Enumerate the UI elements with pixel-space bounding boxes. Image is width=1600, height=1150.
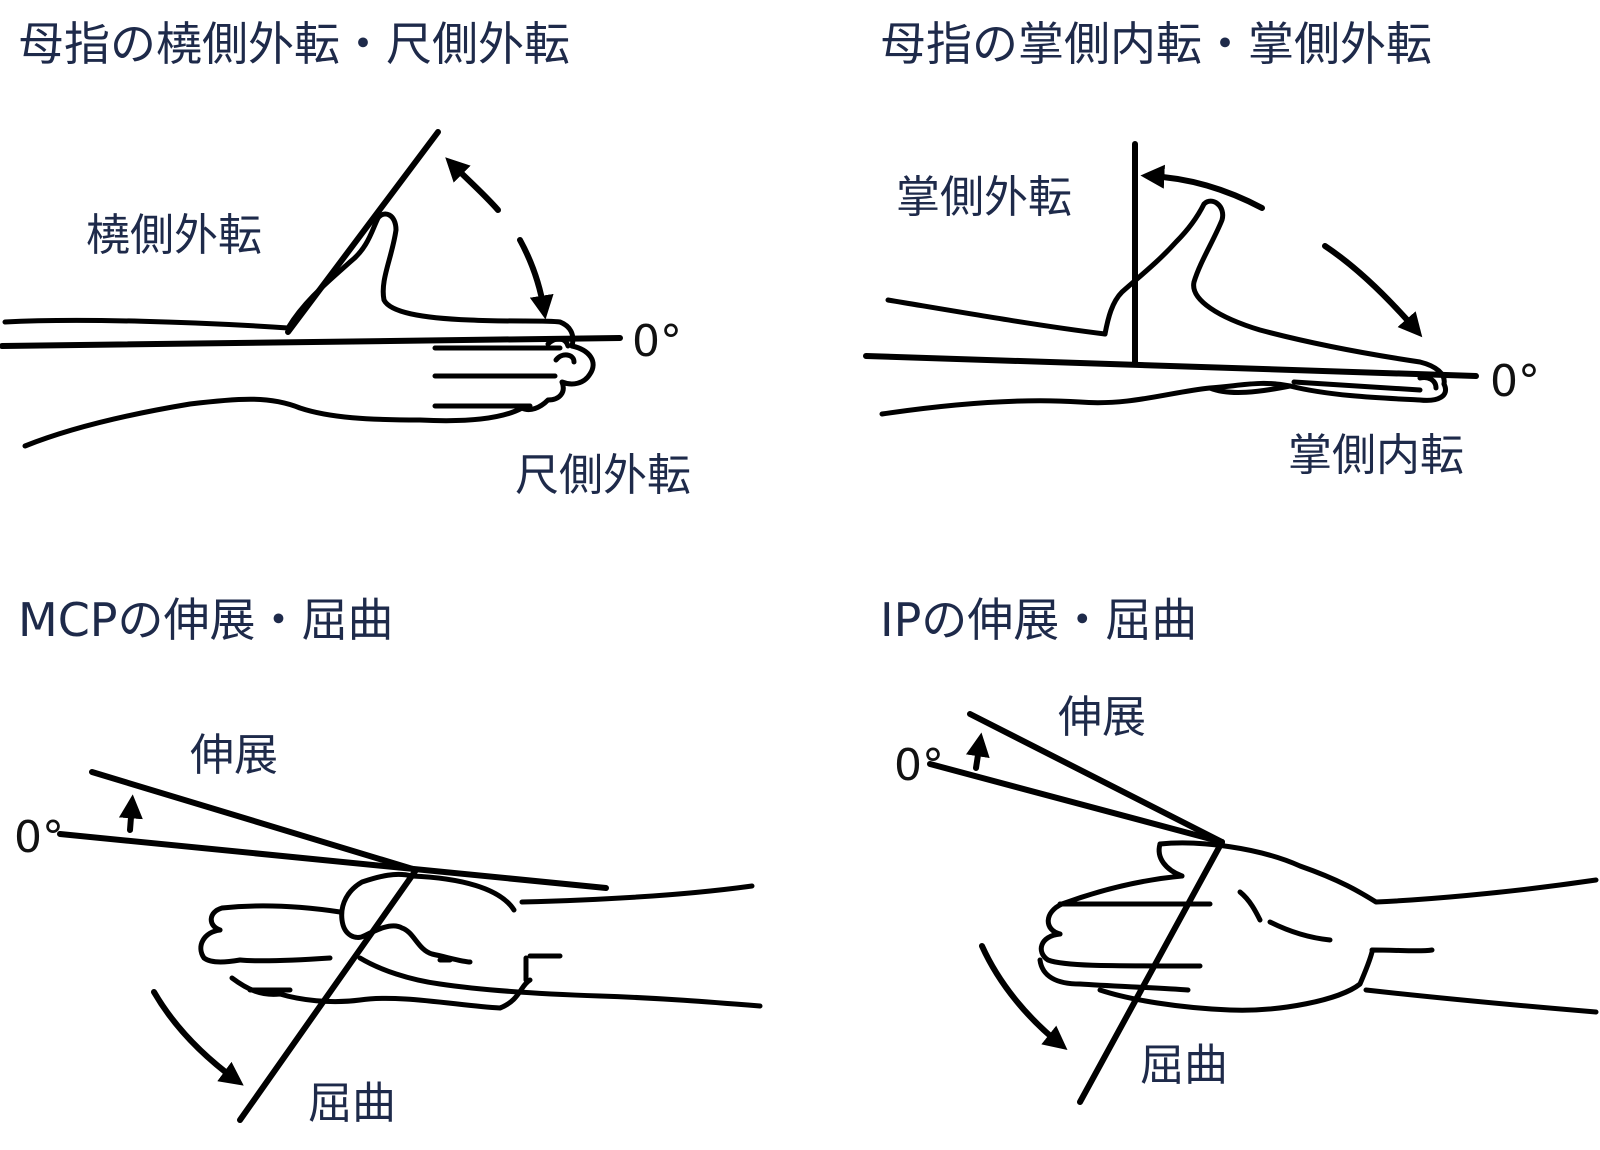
extension-arrow: [118, 794, 143, 833]
flexion-axis-line: [237, 867, 419, 1123]
panel-palmar-adduction-abduction: 母指の掌側内転・掌側外転 掌側外転 掌側内転 0°: [863, 17, 1540, 481]
flexion-arrow: [151, 989, 244, 1086]
flexion-arrow: [979, 943, 1068, 1050]
label-extension: 伸展: [190, 730, 278, 781]
hand-illustration: [1037, 840, 1599, 1015]
panel-ip-extension-flexion: IPの伸展・屈曲 伸展 屈曲 0°: [880, 593, 1599, 1105]
label-zero-degree: 0°: [894, 740, 944, 791]
panel-title: 母指の橈側外転・尺側外転: [18, 17, 570, 71]
palmar-adduction-arrow: [1322, 243, 1423, 338]
radial-abduction-axis-line: [285, 129, 441, 335]
extension-arrow: [965, 732, 990, 771]
panel-mcp-extension-flexion: MCPの伸展・屈曲 伸展 屈曲 0°: [14, 593, 763, 1129]
label-zero-degree: 0°: [632, 316, 682, 367]
label-flexion: 屈曲: [1140, 1040, 1228, 1091]
zero-axis-line: [863, 353, 1479, 379]
radial-abduction-arrow: [445, 157, 501, 213]
panel-title: MCPの伸展・屈曲: [18, 593, 394, 647]
label-extension: 伸展: [1058, 692, 1146, 743]
zero-axis-line: [927, 761, 1225, 845]
hand-illustration: [198, 871, 763, 1011]
hand-illustration: [2, 211, 596, 449]
panel-title: IPの伸展・屈曲: [880, 593, 1197, 647]
panel-title: 母指の掌側内転・掌側外転: [880, 17, 1432, 71]
label-palmar-abduction: 掌側外転: [896, 172, 1072, 223]
label-palmar-adduction: 掌側内転: [1288, 430, 1464, 481]
label-zero-degree: 0°: [1490, 356, 1540, 407]
label-radial-abduction: 橈側外転: [86, 210, 262, 261]
hand-illustration: [879, 198, 1448, 417]
zero-axis-line: [57, 831, 609, 891]
zero-axis-line: [0, 335, 623, 349]
label-zero-degree: 0°: [14, 812, 64, 863]
flexion-axis-line: [1077, 839, 1225, 1105]
panel-radial-ulnar-abduction: 母指の橈側外転・尺側外転 橈側外転 尺側外転 0°: [0, 17, 691, 501]
label-flexion: 屈曲: [308, 1078, 396, 1129]
label-ulnar-abduction: 尺側外転: [515, 450, 691, 501]
extension-axis-line: [89, 769, 419, 873]
extension-axis-line: [967, 711, 1225, 845]
ulnar-abduction-arrow: [517, 237, 554, 320]
palmar-abduction-arrow: [1140, 164, 1265, 211]
